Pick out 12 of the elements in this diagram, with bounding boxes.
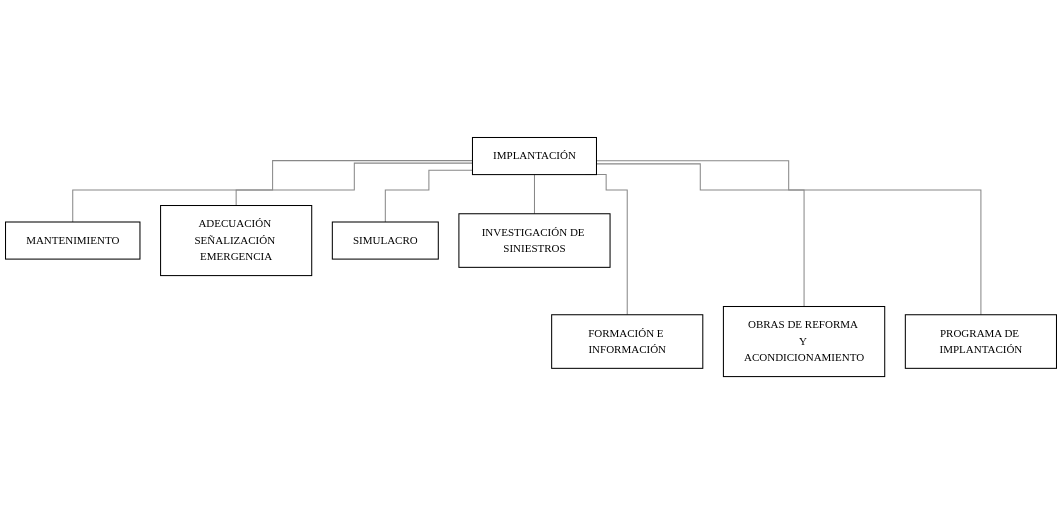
node-box: PROGRAMA DE IMPLANTACIÓN [904, 314, 1057, 369]
node-box: MANTENIMIENTO [5, 221, 141, 260]
connector [72, 160, 473, 223]
node-box: SIMULACRO [331, 221, 439, 260]
connector [384, 169, 473, 223]
node-box: OBRAS DE REFORMA Y ACONDICIONAMIENTO [722, 305, 886, 378]
node-box: INVESTIGACIÓN DE SINIESTROS [458, 213, 611, 268]
connector [533, 174, 535, 215]
node-box: FORMACIÓN E INFORMACIÓN [551, 314, 704, 369]
node-box: IMPLANTACIÓN [471, 136, 597, 176]
connector [235, 162, 473, 206]
node-box: ADECUACIÓN SEÑALIZACIÓN EMERGENCIA [160, 204, 313, 277]
